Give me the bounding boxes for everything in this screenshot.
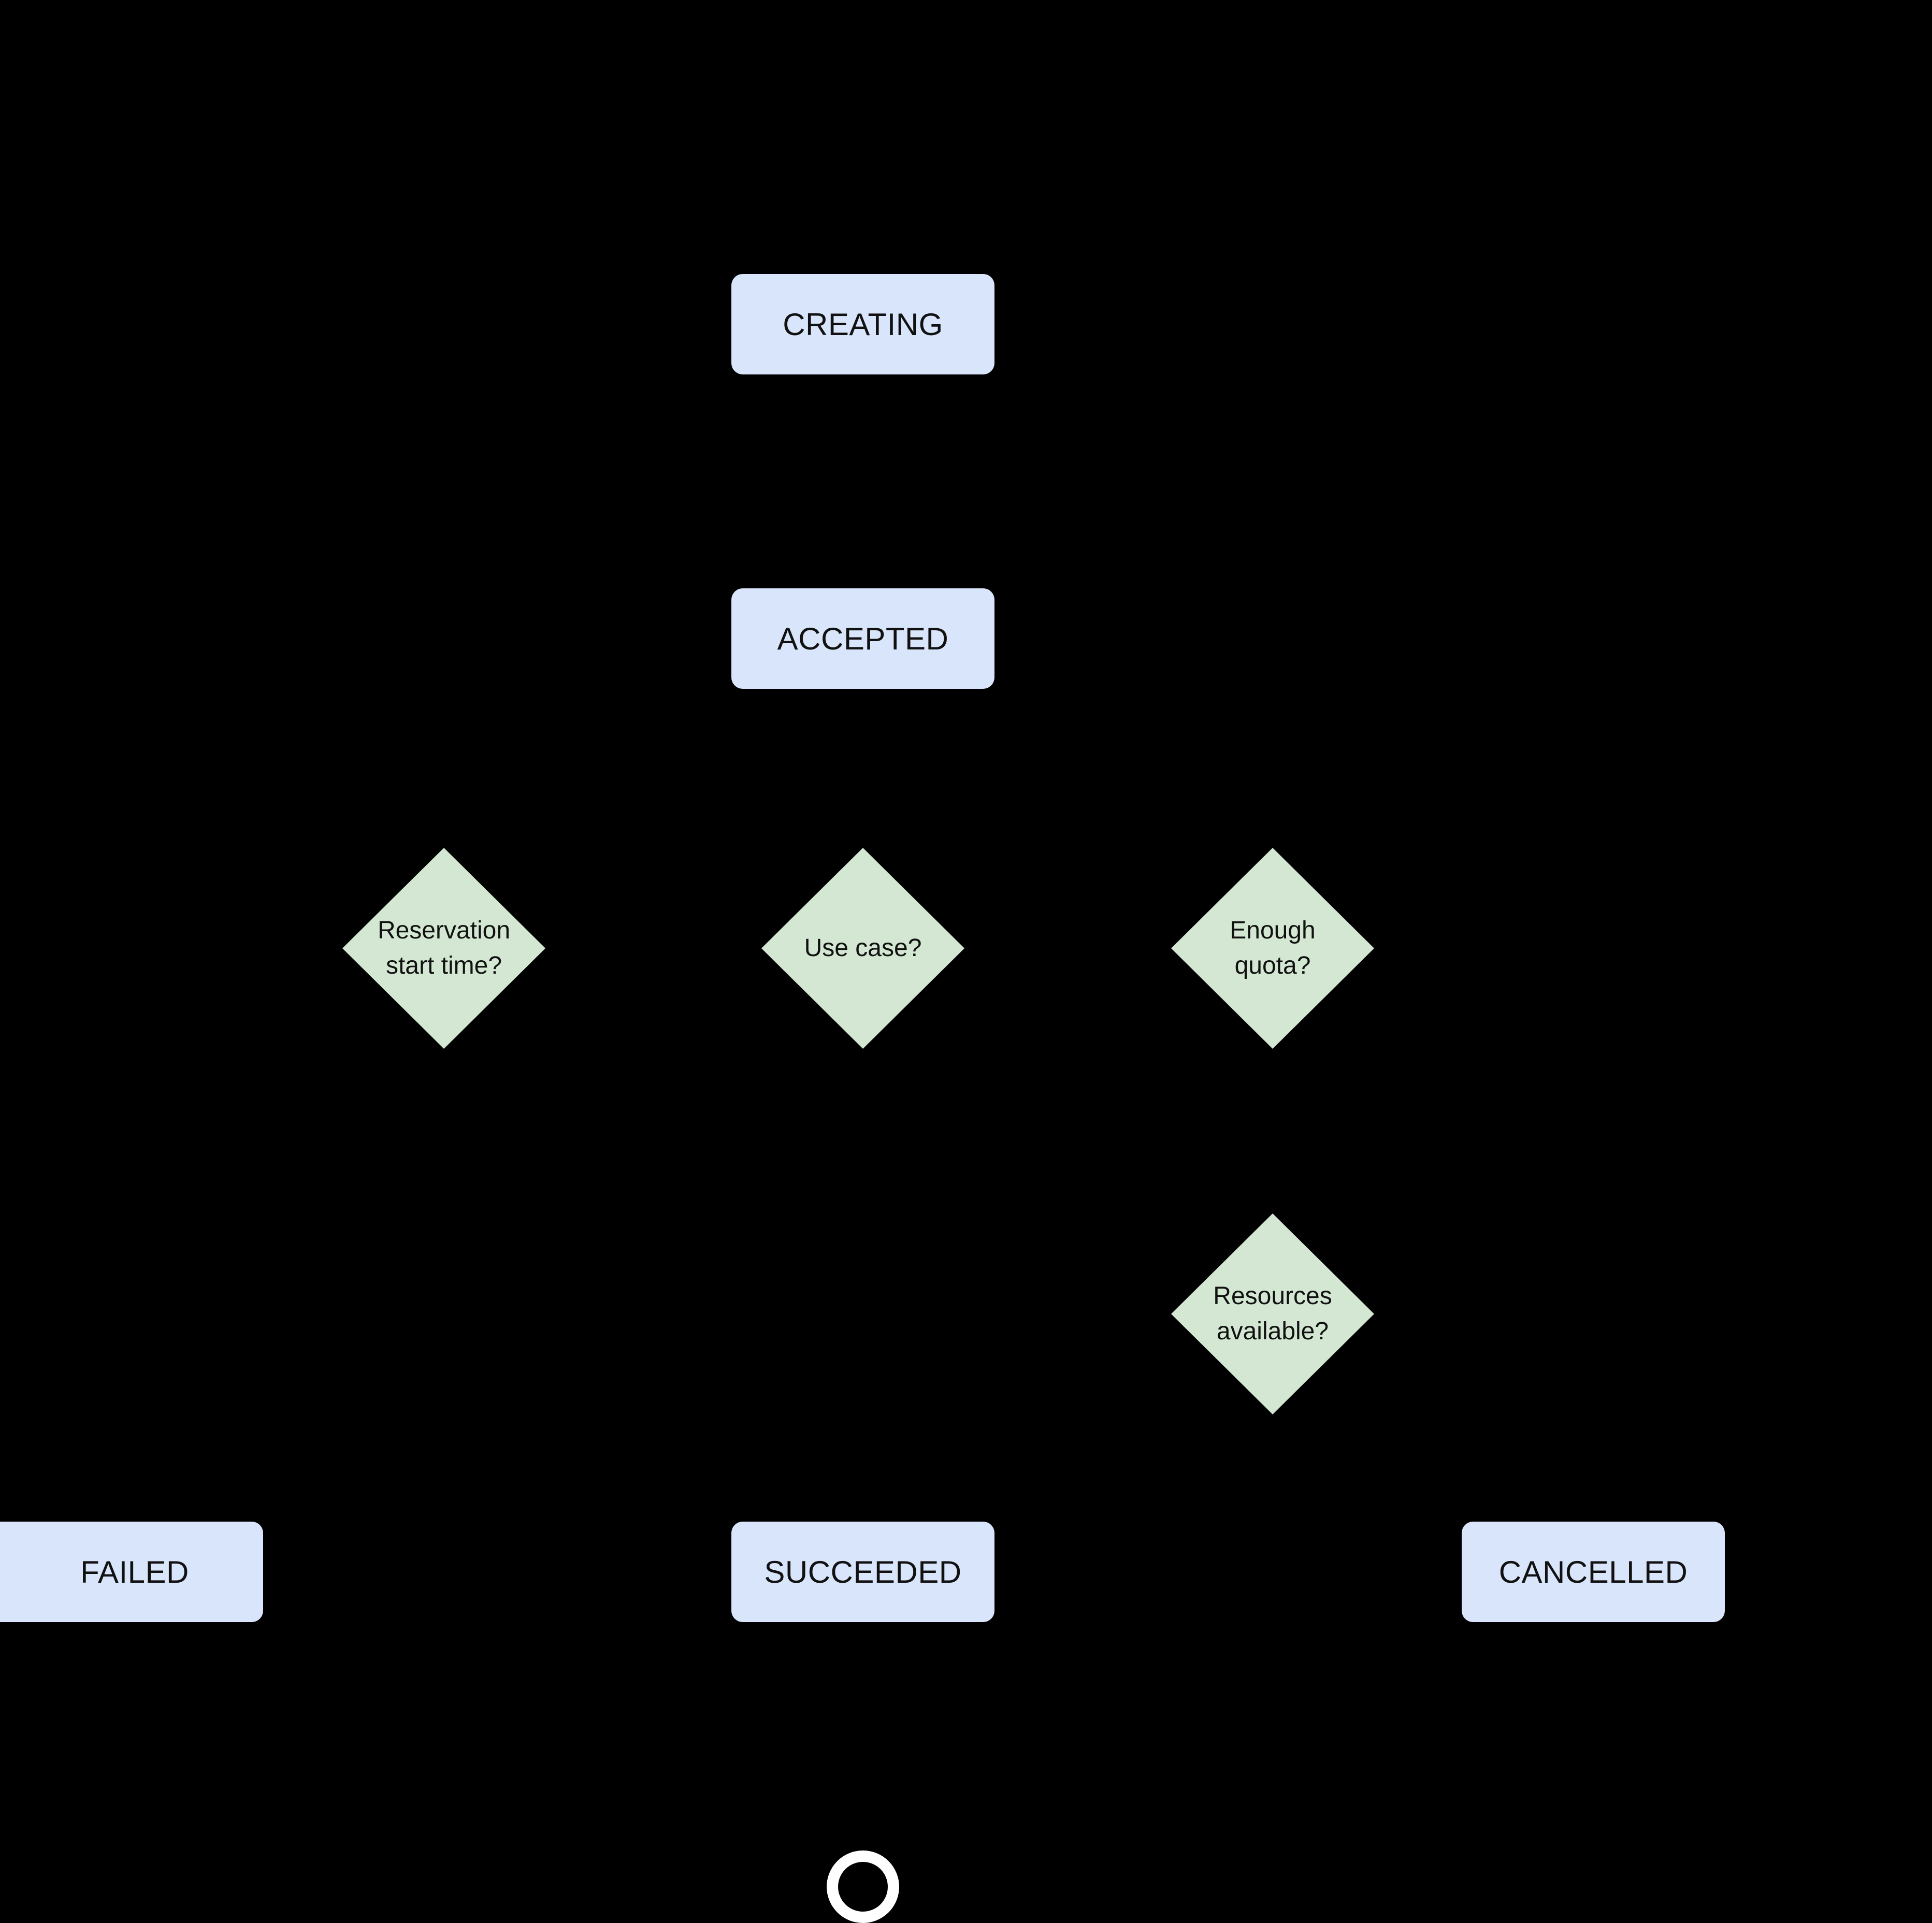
diamond-shape <box>1171 1213 1374 1414</box>
diamond-shape <box>1171 848 1374 1049</box>
decision-node-use-case[interactable]: Use case? <box>761 848 964 1049</box>
decision-node-reservation-start-time[interactable]: Reservation start time? <box>342 848 545 1049</box>
edge-accepted-to-reservation <box>433 689 864 850</box>
end-terminator-circle-icon <box>827 1850 899 1923</box>
edge-accepted-to-enough-quota <box>861 689 1284 850</box>
decision-label-reservation-start-time: Reservation start time? <box>365 913 523 984</box>
decision-label-enough-quota: Enough quota? <box>1193 913 1352 984</box>
decision-label-line-1: Reservation <box>377 916 511 944</box>
state-label-cancelled: CANCELLED <box>1498 1554 1688 1589</box>
state-node-creating[interactable]: CREATING <box>731 274 994 374</box>
state-node-succeeded[interactable]: SUCCEEDED <box>731 1522 994 1622</box>
decision-label-use-case: Use case? <box>784 931 942 966</box>
decision-label-line-2: quota? <box>1234 952 1311 979</box>
decision-label-line-2: start time? <box>385 952 502 979</box>
edge-reservation-to-failed <box>95 1049 445 1524</box>
decision-label-resources-available: Resources available? <box>1193 1279 1352 1349</box>
decision-label-line-1: Enough <box>1230 916 1316 944</box>
state-label-accepted: ACCEPTED <box>777 621 949 656</box>
state-label-creating: CREATING <box>783 307 943 342</box>
decision-label-line-1: Resources <box>1213 1282 1332 1310</box>
state-node-cancelled[interactable]: CANCELLED <box>1462 1522 1725 1622</box>
decision-node-resources-available[interactable]: Resources available? <box>1171 1213 1374 1414</box>
diamond-shape <box>761 848 964 1049</box>
decision-node-enough-quota[interactable]: Enough quota? <box>1171 848 1374 1049</box>
state-label-succeeded: SUCCEEDED <box>764 1554 962 1589</box>
edge-resources-to-cancelled <box>1271 1414 1604 1524</box>
state-node-accepted[interactable]: ACCEPTED <box>731 588 994 689</box>
decision-label-line-1: Use case? <box>804 934 922 962</box>
state-label-failed: FAILED <box>80 1554 189 1589</box>
decision-label-line-2: available? <box>1216 1318 1329 1345</box>
state-node-failed[interactable]: FAILED <box>0 1522 263 1622</box>
diamond-shape <box>342 848 545 1049</box>
